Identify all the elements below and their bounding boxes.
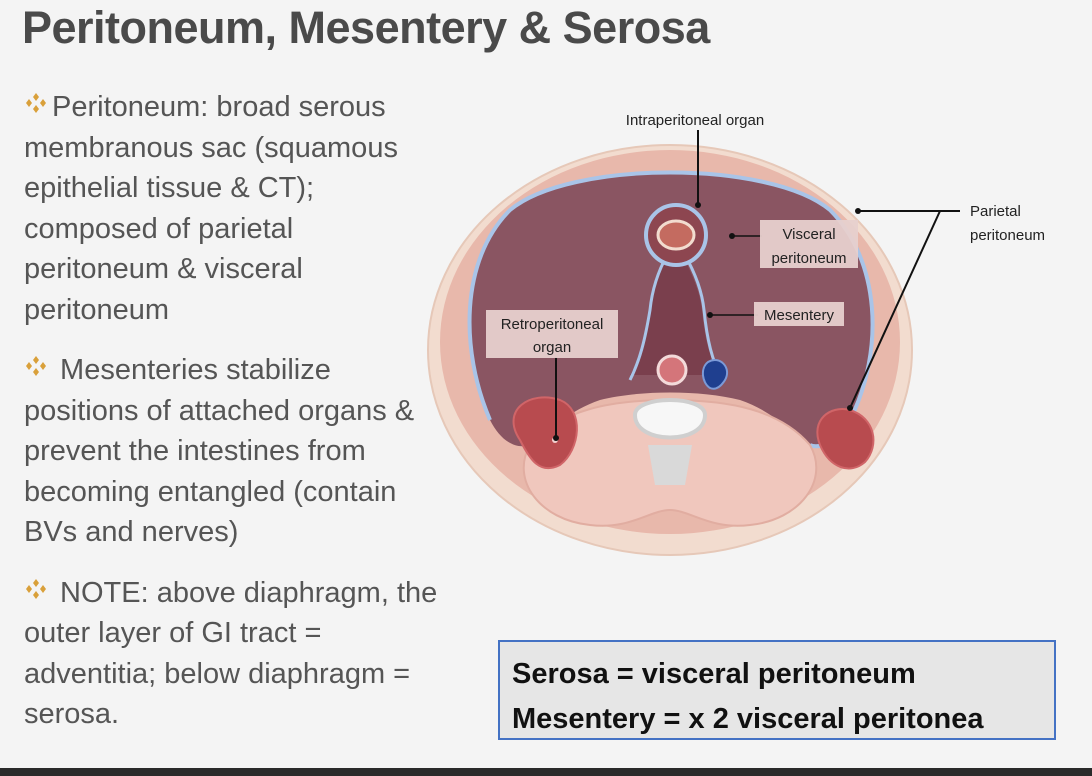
artery — [656, 354, 688, 386]
bullet-list: Peritoneum: broad serous membranous sac … — [14, 87, 446, 755]
bullet-item-peritoneum: Peritoneum: broad serous membranous sac … — [14, 87, 446, 330]
slide-title: Peritoneum, Mesentery & Serosa — [22, 2, 710, 53]
bullet-text: Mesenteries stabilize positions of attac… — [24, 354, 415, 548]
peritoneum-cross-section-diagram: Intraperitoneal organ Visceral peritoneu… — [420, 100, 1092, 570]
vertebral-body — [632, 398, 708, 440]
bullet-text: Peritoneum: broad serous membranous sac … — [24, 91, 398, 326]
label-box-mesentery — [754, 302, 844, 326]
summary-box: Serosa = visceral peritoneum Mesentery =… — [498, 640, 1056, 740]
label-visceral-line1: Visceral — [782, 226, 835, 243]
retroperitoneal-organ-left — [512, 396, 578, 470]
vein — [702, 359, 728, 390]
vertebral-arch — [648, 445, 692, 485]
label-mesentery: Mesentery — [764, 307, 835, 324]
label-box-retroperitoneal — [486, 310, 618, 358]
intraperitoneal-lumen — [656, 219, 696, 251]
label-box-visceral — [760, 220, 858, 268]
bottom-bar — [0, 768, 1092, 776]
summary-line-serosa: Serosa = visceral peritoneum — [512, 658, 916, 690]
diamond-cluster-icon — [24, 356, 50, 376]
summary-line-mesentery: Mesentery = x 2 visceral peritonea — [512, 703, 984, 735]
leader-parietal-diagonal — [849, 210, 941, 409]
label-intraperitoneal-organ: Intraperitoneal organ — [626, 112, 764, 129]
mesentery-stalk — [630, 250, 720, 375]
diagram-svg: Intraperitoneal organ Visceral peritoneu… — [427, 112, 1045, 556]
label-parietal-line1: Parietal — [970, 203, 1021, 220]
label-parietal-line2: peritoneum — [970, 227, 1045, 244]
label-retroperitoneal-line1: Retroperitoneal — [501, 316, 604, 333]
label-retroperitoneal-line2: organ — [533, 339, 571, 356]
mesentery-membrane-left — [628, 249, 672, 381]
bullet-text: NOTE: above diaphragm, the outer layer o… — [24, 576, 438, 731]
bullet-item-mesenteries: Mesenteries stabilize positions of attac… — [14, 350, 446, 553]
diamond-cluster-icon — [24, 578, 50, 599]
retroperitoneal-organ-right — [816, 408, 875, 470]
label-visceral-line2: peritoneum — [771, 250, 846, 267]
bullet-item-note: NOTE: above diaphragm, the outer layer o… — [14, 573, 446, 735]
diamond-cluster-icon — [24, 93, 50, 113]
